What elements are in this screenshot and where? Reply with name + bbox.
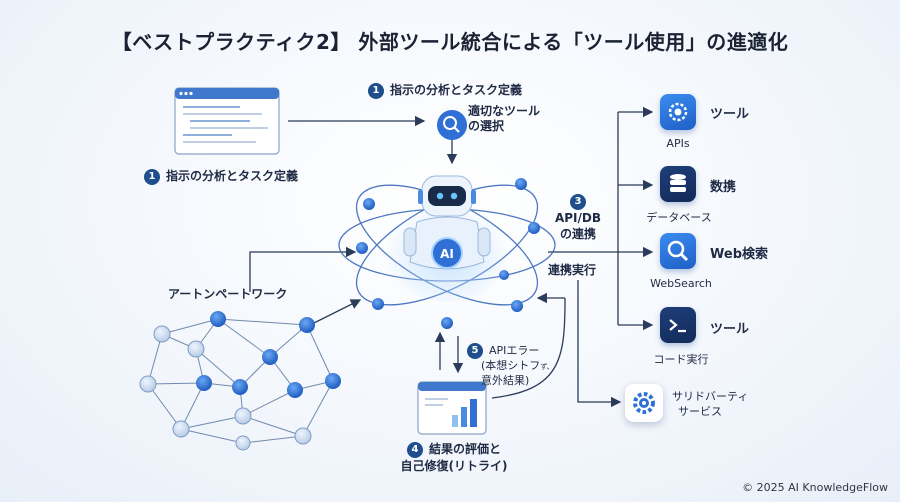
tool-db-title: 数携 — [710, 180, 737, 195]
copyright-text: © 2025 AI KnowledgeFlow — [742, 481, 888, 494]
step5-label: 5 APIエラー (本想シトフず、 意外結果) — [467, 343, 554, 388]
step3-line2: の連携 — [559, 227, 596, 241]
tool-code-caption: コード実行 — [653, 353, 709, 366]
step1-left-label: 1 指示の分析とタスク定義 — [144, 167, 298, 185]
step5-line2: (本想シトフ — [481, 359, 541, 372]
tool-select-icon — [437, 110, 467, 140]
step1-top-number: 1 — [368, 83, 384, 99]
tool-apis-title: ツール — [710, 107, 750, 122]
step4-number: 4 — [406, 442, 423, 458]
agent-network-graph — [139, 311, 341, 451]
tool-web-title: Web検索 — [710, 247, 768, 262]
select-tool-label: 適切なツール の選択 — [468, 104, 540, 134]
tool-db-caption: データベース — [646, 211, 712, 224]
tool-code-title: ツール — [710, 322, 750, 337]
step4-line2: 自己修復(リトライ) — [400, 459, 508, 473]
ai-badge-text: AI — [440, 247, 454, 261]
select-tool-line2: の選択 — [468, 119, 505, 133]
step4-line1: 結果の評価と — [428, 442, 501, 456]
step1-top-text: 指示の分析とタスク定義 — [390, 83, 523, 97]
orbit-nodes — [356, 178, 540, 329]
step3-label: 3 API/DB の連携 — [548, 193, 608, 242]
gear-code-icon — [660, 94, 696, 130]
third-party-line2: サービス — [678, 405, 722, 418]
step3-number: 3 — [570, 194, 586, 210]
step1-left-text: 指示の分析とタスク定義 — [166, 169, 299, 183]
step4-label: 4 結果の評価と 自己修復(リトライ) — [374, 441, 534, 474]
step3-exec-label: 連携実行 — [548, 263, 597, 277]
network-label: アートンペートワーク — [168, 287, 288, 301]
step1-left-number: 1 — [144, 169, 160, 185]
step5-line1: APIエラー — [489, 344, 540, 357]
step3-line1: API/DB — [554, 211, 602, 225]
select-tool-line1: 適切なツール — [468, 104, 541, 118]
step5-line2-small: ず、 — [540, 363, 554, 371]
ai-robot-icon — [385, 175, 509, 302]
step5-line3: 意外結果) — [481, 374, 530, 387]
document-window-icon — [174, 87, 280, 155]
database-icon — [660, 166, 696, 202]
page-title: 【ベストプラクティク2】 外部ツール統合による「ツール使用」の進適化 — [111, 30, 789, 54]
gear-icon — [625, 384, 663, 422]
step1-top-label: 1 指示の分析とタスク定義 — [368, 81, 522, 99]
result-chart-icon — [417, 381, 487, 435]
tool-web-caption: WebSearch — [650, 277, 712, 290]
step5-number: 5 — [467, 343, 483, 359]
magnifier-icon — [660, 233, 696, 269]
tool-apis-caption: APIs — [666, 137, 690, 150]
third-party-label: サリドバーティ サービス — [672, 389, 748, 419]
terminal-icon — [660, 307, 696, 343]
third-party-line1: サリドバーティ — [672, 390, 749, 403]
